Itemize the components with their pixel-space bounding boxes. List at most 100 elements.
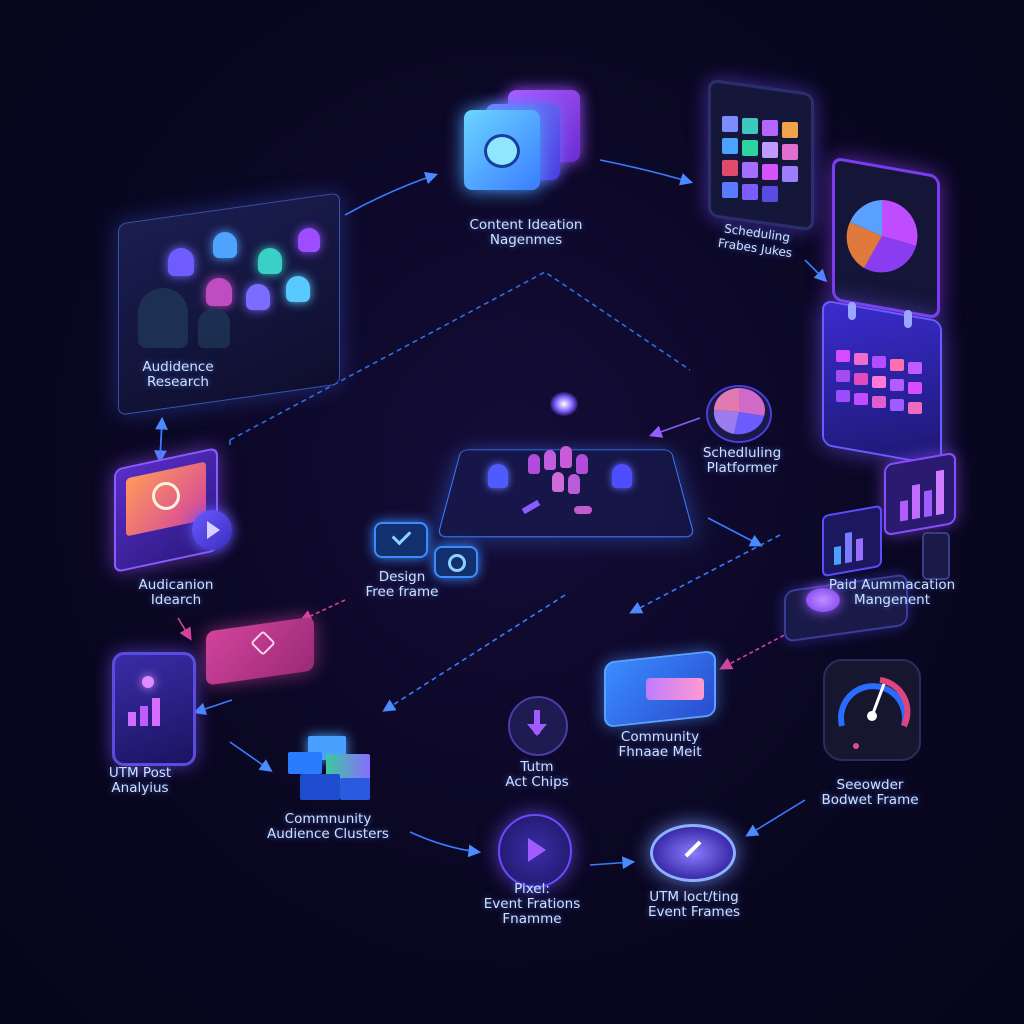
mobile-panel <box>922 532 950 580</box>
pixel-event-label: Pixel: Event Frations Fnamme <box>483 881 581 927</box>
content-ideation-label: Content Ideation Nagenmes <box>469 217 583 248</box>
calendar-cell <box>908 382 922 394</box>
schedule-tile <box>722 182 738 198</box>
pink-tag-card[interactable] <box>206 616 318 686</box>
schedule-tile <box>782 122 798 138</box>
pie-chart-icon <box>846 200 918 273</box>
pie-chart-node[interactable] <box>832 156 940 320</box>
calendar-cell <box>890 379 904 391</box>
people-lock-icon <box>246 284 270 310</box>
hub-figure-icon <box>560 446 572 468</box>
people-lock-icon <box>206 278 232 306</box>
down-arrow-button-icon[interactable] <box>508 696 568 756</box>
arrow-audi-pink <box>177 617 192 641</box>
scheduling-tablet <box>708 78 814 232</box>
arrow-paid-pink <box>719 631 791 670</box>
lock-badge-icon <box>152 482 180 510</box>
calendar-cell <box>872 376 886 388</box>
audience-research-node[interactable] <box>118 188 346 416</box>
hub-figure-icon <box>488 464 508 488</box>
hub-figure-icon <box>544 450 556 470</box>
design-frame-label: Design Free frame <box>365 569 439 600</box>
calendar-cell <box>854 373 868 385</box>
tag-chip-icon[interactable] <box>434 546 478 578</box>
schedule-tile <box>722 116 738 132</box>
calendar-cell <box>854 393 868 405</box>
schedule-tile <box>762 142 778 158</box>
calendar-cell <box>890 399 904 411</box>
central-hub-node[interactable] <box>436 392 696 552</box>
utm-post-node[interactable] <box>112 652 198 766</box>
design-frame-node[interactable] <box>372 520 482 580</box>
schedule-tile <box>742 118 758 134</box>
bar-chart-panel <box>884 451 956 537</box>
arrow-research-vertical-up <box>155 416 168 461</box>
community-clusters-node[interactable] <box>286 734 376 806</box>
cluster-cube <box>300 774 340 800</box>
tutm-chips-node[interactable] <box>506 694 568 756</box>
paid-automation-label: Paid Aummacation Mangenent <box>828 577 956 608</box>
schedule-tile <box>722 160 738 176</box>
calendar-ring-icon <box>904 310 912 328</box>
calendar-cell <box>854 353 868 365</box>
people-lock-icon <box>286 276 310 302</box>
hub-figure-icon <box>612 464 632 488</box>
seeowder-node[interactable] <box>820 654 924 764</box>
people-lock-icon <box>258 248 282 274</box>
scheduling-grid-node[interactable] <box>708 78 814 232</box>
arrow-clusters-to-pixel <box>409 831 482 858</box>
pixel-event-node[interactable] <box>496 812 572 888</box>
arrow-ideation-to-scheduling <box>599 159 694 186</box>
calendar-cell <box>872 356 886 368</box>
schedule-tile <box>742 162 758 178</box>
community-frame-node[interactable] <box>604 650 716 728</box>
person-silhouette-icon <box>198 308 230 348</box>
content-ideation-node[interactable] <box>462 88 587 203</box>
schedule-tile <box>722 138 738 154</box>
chat-bubble-icon <box>484 134 520 168</box>
hub-arrow-icon <box>574 506 592 514</box>
arrow-platform-left <box>648 417 701 438</box>
schedule-tile <box>782 144 798 160</box>
calendar-cell <box>872 396 886 408</box>
arrow-center-down <box>382 594 566 712</box>
schedule-tile <box>762 164 778 180</box>
schedule-tile <box>742 184 758 200</box>
arrow-utm-post-back <box>192 699 233 716</box>
community-clusters-label: Commnunity Audience Clusters <box>267 811 389 842</box>
schedule-tile <box>762 120 778 136</box>
arrow-scheduling-to-calendar <box>804 259 828 283</box>
utm-event-node[interactable] <box>648 822 736 882</box>
calendar-ring-icon <box>848 302 856 320</box>
calendar-node[interactable] <box>822 299 942 467</box>
cluster-cube <box>288 752 322 774</box>
event-disc-icon <box>650 824 736 882</box>
community-frame-label: Community Fhnaae Meit <box>618 729 702 760</box>
schedule-tile <box>742 140 758 156</box>
utm-event-label: UTM loct/ting Event Frames <box>647 889 741 920</box>
console-knob-icon[interactable] <box>806 588 840 612</box>
calendar-cell <box>908 362 922 374</box>
play-circle-icon[interactable] <box>498 814 572 888</box>
play-button-icon[interactable] <box>192 510 232 550</box>
hub-figure-icon <box>528 454 540 474</box>
people-lock-icon <box>213 232 237 258</box>
spark-icon <box>142 676 154 688</box>
pie-disc-icon <box>706 385 772 443</box>
schedule-tile <box>762 186 778 202</box>
audicanion-node[interactable] <box>112 446 236 577</box>
cluster-cube <box>340 778 370 800</box>
scheduling-platform-label: Schedluling Platformer <box>702 445 782 476</box>
bar-chart-panel <box>822 504 882 578</box>
person-silhouette-icon <box>138 288 188 348</box>
calendar-cell <box>836 390 850 402</box>
scheduling-platform-node[interactable] <box>704 380 774 444</box>
arrow-utm-post <box>229 741 273 772</box>
checkmark-chip-icon[interactable] <box>374 522 428 558</box>
calendar-cell <box>836 350 850 362</box>
arrow-design-pink <box>299 599 346 622</box>
arrow-center-right <box>707 517 763 547</box>
calendar-cell <box>908 402 922 414</box>
paid-automation-node[interactable] <box>780 451 956 643</box>
